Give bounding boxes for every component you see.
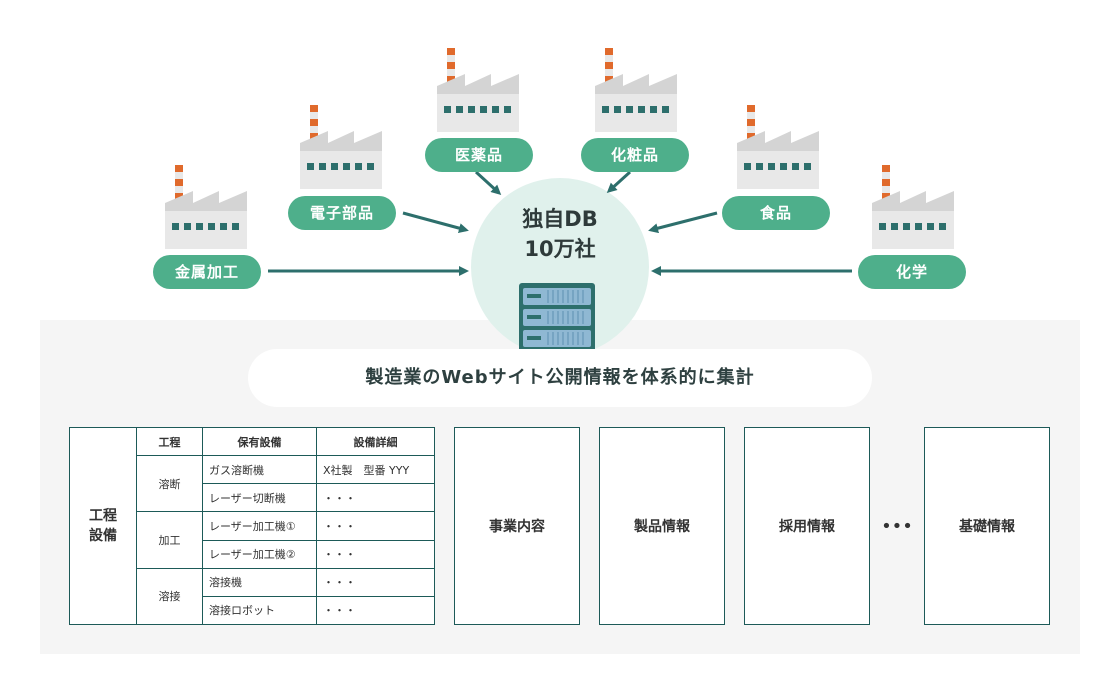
- column-header: 設備詳細: [316, 426, 435, 457]
- arrow-electronics: [402, 211, 469, 234]
- arrow-cosmetics: [606, 170, 632, 194]
- industry-pill-cosmetics: 化粧品: [581, 138, 689, 172]
- process-cell: 加工: [136, 511, 203, 569]
- factory-icon: [737, 105, 819, 189]
- info-box-label: 採用情報: [779, 519, 835, 535]
- equipment-cell: 溶接機: [202, 567, 317, 597]
- arrow-food: [648, 211, 718, 234]
- factory-icon: [437, 48, 519, 132]
- industry-pill-electronics: 電子部品: [288, 196, 396, 230]
- database-hub-title: 独自DB 10万社: [471, 204, 649, 264]
- info-box-products: 製品情報: [599, 427, 725, 625]
- detail-cell: X社製 型番 YYY: [316, 455, 435, 485]
- equipment-table: 工程 設備 工程 保有設備 設備詳細 溶断 ガス溶断機 X社製 型番 YYY レ…: [69, 426, 435, 626]
- table-row: 溶断 ガス溶断機 X社製 型番 YYY: [70, 455, 435, 513]
- column-header: 工程: [136, 426, 203, 457]
- info-box-business: 事業内容: [454, 427, 580, 625]
- factory-icon: [872, 165, 954, 249]
- row-header: 工程 設備: [69, 427, 137, 625]
- detail-cell: ・・・: [316, 511, 435, 541]
- detail-cell: ・・・: [316, 539, 435, 569]
- ellipsis: •••: [881, 516, 913, 537]
- equipment-cell: レーザー切断機: [202, 483, 317, 513]
- detail-cell: ・・・: [316, 483, 435, 513]
- industry-pill-chemical: 化学: [858, 255, 966, 289]
- factory-icon: [300, 105, 382, 189]
- detail-cell: ・・・: [316, 595, 435, 626]
- detail-cell: ・・・: [316, 567, 435, 597]
- server-icon: [519, 283, 595, 353]
- row-header-line-1: 工程: [89, 508, 117, 524]
- equipment-cell: ガス溶断機: [202, 455, 317, 485]
- info-box-label: 基礎情報: [959, 519, 1015, 535]
- hub-line-1: 独自DB: [522, 207, 598, 231]
- aggregation-banner: 製造業のWebサイト公開情報を体系的に集計: [248, 349, 872, 407]
- arrow-pharma: [474, 170, 502, 196]
- factory-icon: [165, 165, 247, 249]
- factory-icon: [595, 48, 677, 132]
- info-box-label: 事業内容: [489, 519, 545, 535]
- hub-line-2: 10万社: [524, 237, 596, 261]
- column-header: 保有設備: [202, 426, 317, 457]
- industry-pill-food: 食品: [722, 196, 830, 230]
- table-row: レーザー切断機 ・・・: [70, 483, 435, 513]
- table-row: 溶接ロボット ・・・: [70, 595, 435, 626]
- info-box-recruiting: 採用情報: [744, 427, 870, 625]
- process-cell: 溶接: [136, 567, 203, 626]
- equipment-cell: 溶接ロボット: [202, 595, 317, 626]
- table-row: 加工 レーザー加工機① ・・・: [70, 511, 435, 569]
- equipment-cell: レーザー加工機①: [202, 511, 317, 541]
- industry-pill-metal: 金属加工: [153, 255, 261, 289]
- info-box-label: 製品情報: [634, 519, 690, 535]
- industry-pill-pharma: 医薬品: [425, 138, 533, 172]
- process-cell: 溶断: [136, 455, 203, 513]
- row-header-line-2: 設備: [89, 528, 117, 544]
- info-box-basic: 基礎情報: [924, 427, 1050, 625]
- table-row: レーザー加工機② ・・・: [70, 539, 435, 569]
- equipment-cell: レーザー加工機②: [202, 539, 317, 569]
